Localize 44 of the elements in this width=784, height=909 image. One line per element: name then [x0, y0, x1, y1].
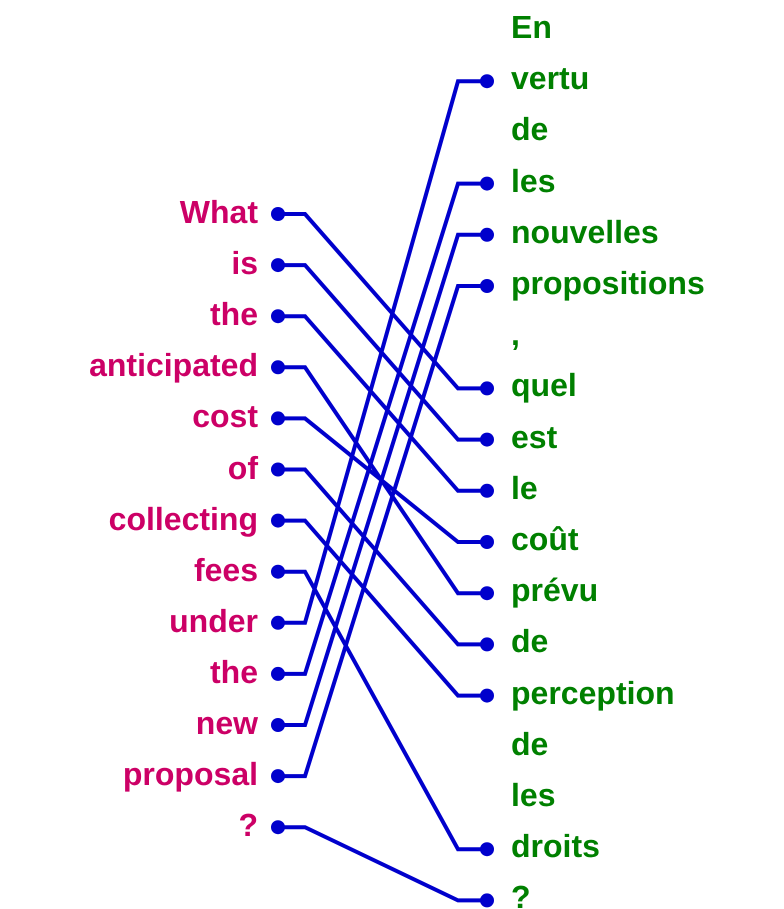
alignment-link	[271, 462, 494, 652]
alignment-link	[271, 279, 494, 784]
word-label: cost	[192, 397, 270, 436]
alignment-link	[271, 309, 494, 498]
word-label: the	[210, 652, 270, 691]
word-label: est	[497, 418, 558, 456]
word-label: is	[231, 244, 270, 282]
alignment-link	[271, 514, 494, 703]
word-label: vertu	[497, 59, 590, 98]
alignment-link	[271, 258, 494, 447]
word-label: ?	[238, 806, 270, 844]
word-label: fees	[194, 550, 270, 589]
word-label: collecting	[108, 500, 270, 538]
word-label: perception	[497, 674, 675, 712]
word-label: de	[497, 622, 548, 660]
word-label: anticipated	[89, 346, 270, 384]
word-label: les	[497, 776, 556, 814]
alignment-link	[271, 820, 494, 908]
alignment-link	[271, 360, 494, 600]
word-label: under	[169, 602, 270, 640]
word-label: quel	[497, 366, 577, 404]
alignment-link	[271, 411, 494, 549]
alignment-link	[271, 74, 494, 630]
word-label: prévu	[497, 571, 598, 610]
word-label: les	[497, 162, 556, 200]
word-label: le	[497, 468, 538, 507]
word-label: coût	[497, 520, 579, 558]
word-label: What	[180, 193, 270, 231]
word-label: proposal	[122, 755, 270, 794]
word-label: de	[497, 110, 548, 148]
word-label: propositions	[497, 264, 705, 302]
word-label: nouvelles	[497, 212, 659, 251]
word-label: ?	[497, 878, 531, 909]
word-label: the	[210, 295, 270, 334]
alignment-link	[271, 207, 494, 396]
word-label: new	[196, 704, 270, 742]
word-label: of	[228, 448, 270, 486]
alignment-link	[271, 564, 494, 856]
word-label: En	[497, 8, 552, 46]
alignment-link	[271, 228, 494, 732]
word-label: droits	[497, 827, 600, 866]
alignment-link	[271, 176, 494, 681]
word-label: de	[497, 724, 548, 763]
word-label: ,	[497, 315, 520, 354]
